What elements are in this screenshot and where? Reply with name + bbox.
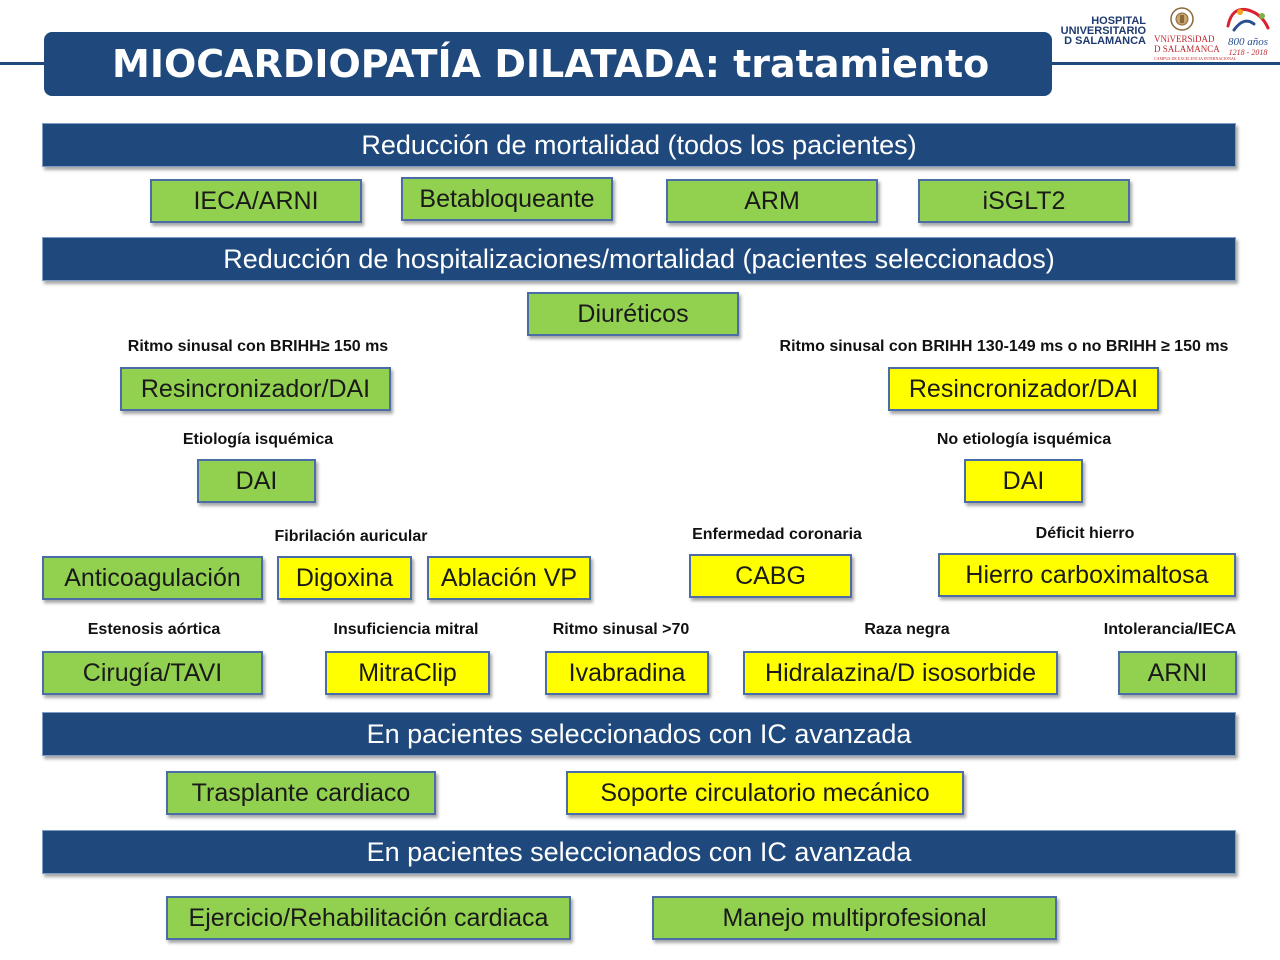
box-ivabradina: Ivabradina bbox=[545, 651, 709, 695]
box-ieca-arni: IECA/ARNI bbox=[150, 179, 362, 223]
box-resincronizador-left: Resincronizador/DAI bbox=[120, 367, 391, 411]
university-seal-icon bbox=[1170, 7, 1194, 31]
band-advanced-1: En pacientes seleccionados con IC avanza… bbox=[42, 712, 1236, 756]
header-rule-right bbox=[1050, 62, 1280, 65]
university-logo-line-1: VNiVERSiDAD bbox=[1154, 34, 1215, 44]
band-hospitalizations: Reducción de hospitalizaciones/mortalida… bbox=[42, 237, 1236, 281]
header-rule-left bbox=[0, 62, 46, 65]
usal-800-years: 800 años bbox=[1227, 36, 1269, 48]
label-crt-right: Ritmo sinusal con BRIHH 130-149 ms o no … bbox=[779, 338, 1229, 355]
university-logo-subtitle: CAMPUS DE EXCELENCIA INTERNACIONAL bbox=[1154, 56, 1237, 61]
hospital-logo-line-2: UNIVERSITARIO bbox=[1060, 25, 1146, 37]
usal-800-logo: 800 años 1218 - 2018 bbox=[1218, 2, 1278, 60]
box-mitraclip: MitraClip bbox=[325, 651, 490, 695]
box-betabloqueante: Betabloqueante bbox=[401, 177, 613, 221]
box-ejercicio-rehabilitacion: Ejercicio/Rehabilitación cardiaca bbox=[166, 896, 571, 940]
label-fibrilacion-auricular: Fibrilación auricular bbox=[274, 528, 428, 545]
box-resincronizador-right: Resincronizador/DAI bbox=[888, 367, 1159, 411]
band-mortality: Reducción de mortalidad (todos los pacie… bbox=[42, 123, 1236, 167]
usal-800-emblem-icon bbox=[1226, 7, 1270, 32]
box-cabg: CABG bbox=[689, 554, 852, 598]
hospital-logo-line-3: D SALAMANCA bbox=[1064, 35, 1146, 47]
usal-800-range: 1218 - 2018 bbox=[1228, 48, 1268, 57]
university-logo: VNiVERSiDAD D SALAMANCA CAMPUS DE EXCELE… bbox=[1154, 6, 1236, 61]
hospital-logo: HOSPITAL UNIVERSITARIO D SALAMANCA bbox=[1054, 15, 1146, 47]
label-crt-left: Ritmo sinusal con BRIHH≥ 150 ms bbox=[127, 338, 389, 355]
box-dai-left: DAI bbox=[197, 459, 316, 503]
box-arm: ARM bbox=[666, 179, 878, 223]
university-logo-line-2: D SALAMANCA bbox=[1154, 44, 1220, 54]
label-ritmo-sinusal-70: Ritmo sinusal >70 bbox=[552, 621, 690, 638]
label-etiologia-isquemica: Etiología isquémica bbox=[182, 431, 334, 448]
box-soporte-circulatorio: Soporte circulatorio mecánico bbox=[566, 771, 964, 815]
box-anticoagulacion: Anticoagulación bbox=[42, 556, 263, 600]
box-manejo-multiprofesional: Manejo multiprofesional bbox=[652, 896, 1057, 940]
label-enfermedad-coronaria: Enfermedad coronaria bbox=[692, 526, 862, 543]
box-digoxina: Digoxina bbox=[277, 556, 412, 600]
box-diureticos: Diuréticos bbox=[527, 292, 739, 336]
box-ablacion-vp: Ablación VP bbox=[427, 556, 591, 600]
page-title: MIOCARDIOPATÍA DILATADA: tratamiento bbox=[44, 32, 1052, 96]
box-isglt2: iSGLT2 bbox=[918, 179, 1130, 223]
box-trasplante-cardiaco: Trasplante cardiaco bbox=[166, 771, 436, 815]
label-raza-negra: Raza negra bbox=[864, 621, 950, 638]
box-hierro-carboximaltosa: Hierro carboximaltosa bbox=[938, 553, 1236, 597]
label-no-etiologia-isquemica: No etiología isquémica bbox=[936, 431, 1112, 448]
band-advanced-2: En pacientes seleccionados con IC avanza… bbox=[42, 830, 1236, 874]
label-insuficiencia-mitral: Insuficiencia mitral bbox=[333, 621, 479, 638]
hospital-logo-line-1: HOSPITAL bbox=[1091, 15, 1146, 27]
box-dai-right: DAI bbox=[964, 459, 1083, 503]
box-cirugia-tavi: Cirugía/TAVI bbox=[42, 651, 263, 695]
box-hidralazina: Hidralazina/D isosorbide bbox=[743, 651, 1058, 695]
label-intolerancia-ieca: Intolerancia/IECA bbox=[1103, 621, 1237, 638]
label-estenosis-aortica: Estenosis aórtica bbox=[87, 621, 221, 638]
label-deficit-hierro: Déficit hierro bbox=[1035, 525, 1135, 542]
box-arni: ARNI bbox=[1118, 651, 1237, 695]
